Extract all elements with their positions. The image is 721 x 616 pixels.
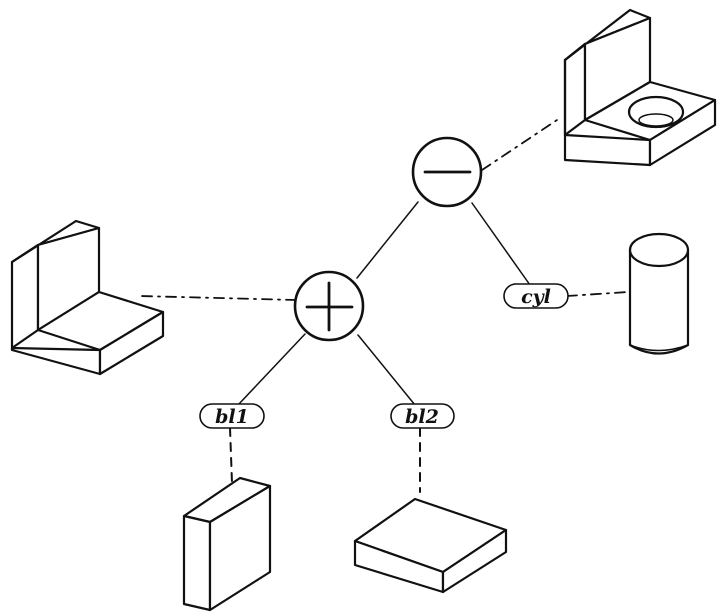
- bracket-with-hole-shape: [563, 8, 717, 167]
- edge-root-cyl: [471, 202, 531, 286]
- leaf-bl2: bl2: [390, 403, 455, 429]
- cylinder-shape: [628, 232, 690, 355]
- tree-edges: [237, 201, 531, 406]
- leaf-cyl-pill: [503, 283, 569, 309]
- leaf-cyl-label: cyl: [521, 286, 551, 308]
- link-root-bracket: [481, 117, 561, 171]
- flat-block-shape: [353, 497, 508, 594]
- shape-links: [139, 117, 629, 493]
- leaf-bl2-label: bl2: [405, 406, 439, 428]
- minus-node: [411, 136, 483, 208]
- edge-union-bl1: [237, 333, 306, 406]
- hole-inner: [638, 113, 674, 127]
- link-bl1-block: [229, 427, 233, 484]
- link-union-lbracket: [139, 295, 297, 301]
- plus-node: [293, 270, 365, 342]
- l-bracket-shape: [10, 219, 165, 376]
- edge-root-union: [356, 201, 419, 279]
- leaf-bl1: bl1: [199, 403, 265, 429]
- vertical-block-shape: [182, 476, 272, 612]
- edge-union-bl2: [357, 334, 416, 406]
- leaf-cyl: cyl: [503, 283, 569, 309]
- leaf-bl2-pill: [390, 403, 455, 429]
- link-cyl-cylinder: [566, 291, 629, 297]
- leaf-bl1-pill: [199, 403, 265, 429]
- leaf-bl1-label: bl1: [215, 406, 249, 428]
- hole-outer: [627, 95, 685, 129]
